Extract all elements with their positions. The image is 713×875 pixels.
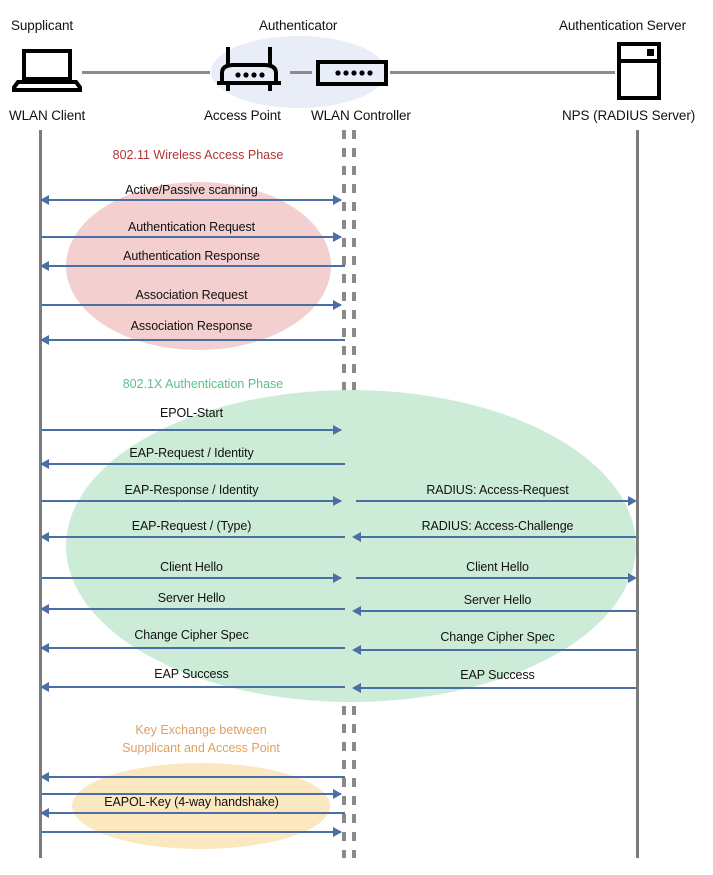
message-label: Authentication Request bbox=[127, 220, 256, 234]
message-line bbox=[42, 831, 341, 833]
arrow-head-left-icon bbox=[40, 772, 49, 782]
actor-device-wlan-client: WLAN Client bbox=[9, 108, 86, 123]
message-label: EAP Success bbox=[460, 668, 535, 682]
wire-ap-to-controller bbox=[290, 71, 312, 74]
message-line bbox=[42, 500, 341, 502]
actor-device-access-point: Access Point bbox=[204, 108, 281, 123]
wire-controller-to-server bbox=[390, 71, 615, 74]
message-line bbox=[42, 793, 341, 795]
message-line bbox=[42, 776, 345, 778]
message-label: Association Request bbox=[135, 288, 248, 302]
arrow-head-left-icon bbox=[40, 532, 49, 542]
arrow-head-left-icon bbox=[352, 645, 361, 655]
lifeline-supplicant bbox=[39, 130, 42, 858]
arrow-head-left-icon bbox=[40, 261, 49, 271]
arrow-head-right-icon bbox=[333, 425, 342, 435]
message-label: EPOL-Start bbox=[160, 406, 223, 420]
message-label: Change Cipher Spec bbox=[440, 630, 555, 644]
lifeline-authentication-server bbox=[636, 130, 639, 858]
phase-key-exchange-caption: Key Exchange between Supplicant and Acce… bbox=[122, 723, 280, 755]
message-label: Change Cipher Spec bbox=[134, 628, 249, 642]
message-label: EAP-Request / Identity bbox=[129, 446, 254, 460]
message-line bbox=[42, 577, 341, 579]
message-line bbox=[356, 687, 636, 689]
arrow-head-left-icon bbox=[40, 195, 49, 205]
wire-client-to-ap bbox=[82, 71, 210, 74]
actor-role-supplicant: Supplicant bbox=[11, 18, 74, 33]
arrow-head-right-icon bbox=[628, 496, 637, 506]
message-line bbox=[42, 536, 345, 538]
message-label: Active/Passive scanning bbox=[125, 183, 258, 197]
message-label: EAPOL-Key (4-way handshake) bbox=[104, 795, 279, 809]
message-line bbox=[356, 577, 628, 579]
arrow-head-right-icon bbox=[333, 300, 342, 310]
phase-80211-caption: 802.11 Wireless Access Phase bbox=[112, 148, 284, 162]
message-label: Client Hello bbox=[160, 560, 223, 574]
message-label: RADIUS: Access-Request bbox=[426, 483, 569, 497]
actor-role-authentication-server: Authentication Server bbox=[559, 18, 686, 33]
server-icon bbox=[616, 42, 662, 100]
message-line bbox=[42, 686, 345, 688]
message-line bbox=[42, 265, 345, 267]
actor-device-wlan-controller: WLAN Controller bbox=[311, 108, 411, 123]
arrow-head-left-icon bbox=[40, 335, 49, 345]
message-line bbox=[356, 610, 636, 612]
arrow-head-left-icon bbox=[352, 532, 361, 542]
message-label: EAP-Request / (Type) bbox=[131, 519, 252, 533]
message-line bbox=[42, 429, 341, 431]
message-label: EAP Success bbox=[154, 667, 229, 681]
message-label: Association Response bbox=[130, 319, 253, 333]
arrow-head-left-icon bbox=[40, 808, 49, 818]
message-line bbox=[42, 199, 341, 201]
wlan-controller-icon bbox=[316, 60, 388, 86]
message-label: Server Hello bbox=[463, 593, 532, 607]
arrow-head-left-icon bbox=[40, 459, 49, 469]
arrow-head-right-icon bbox=[333, 195, 342, 205]
phase-8021x-blob bbox=[66, 390, 636, 702]
message-line bbox=[42, 647, 345, 649]
arrow-head-left-icon bbox=[352, 683, 361, 693]
arrow-head-left-icon bbox=[40, 604, 49, 614]
phase-8021x-caption: 802.1X Authentication Phase bbox=[122, 377, 284, 391]
message-label: Client Hello bbox=[466, 560, 529, 574]
message-line bbox=[42, 812, 345, 814]
message-label: Authentication Response bbox=[123, 249, 260, 263]
message-label: Server Hello bbox=[157, 591, 226, 605]
actor-role-authenticator: Authenticator bbox=[259, 18, 338, 33]
message-line bbox=[356, 500, 628, 502]
arrow-head-right-icon bbox=[628, 573, 637, 583]
arrow-head-right-icon bbox=[333, 232, 342, 242]
actor-device-nps-radius-server: NPS (RADIUS Server) bbox=[562, 108, 696, 123]
message-line bbox=[356, 649, 636, 651]
arrow-head-right-icon bbox=[333, 573, 342, 583]
laptop-icon bbox=[8, 48, 86, 93]
arrow-head-left-icon bbox=[40, 682, 49, 692]
message-line bbox=[42, 236, 341, 238]
arrow-head-right-icon bbox=[333, 496, 342, 506]
arrow-head-left-icon bbox=[40, 643, 49, 653]
arrow-head-right-icon bbox=[333, 827, 342, 837]
access-point-icon bbox=[216, 45, 282, 95]
message-line bbox=[42, 608, 345, 610]
message-label: RADIUS: Access-Challenge bbox=[421, 519, 574, 533]
arrow-head-left-icon bbox=[352, 606, 361, 616]
message-line bbox=[42, 339, 345, 341]
message-line bbox=[356, 536, 636, 538]
message-line bbox=[42, 304, 341, 306]
message-label: EAP-Response / Identity bbox=[124, 483, 259, 497]
arrow-head-right-icon bbox=[333, 789, 342, 799]
message-line bbox=[42, 463, 345, 465]
